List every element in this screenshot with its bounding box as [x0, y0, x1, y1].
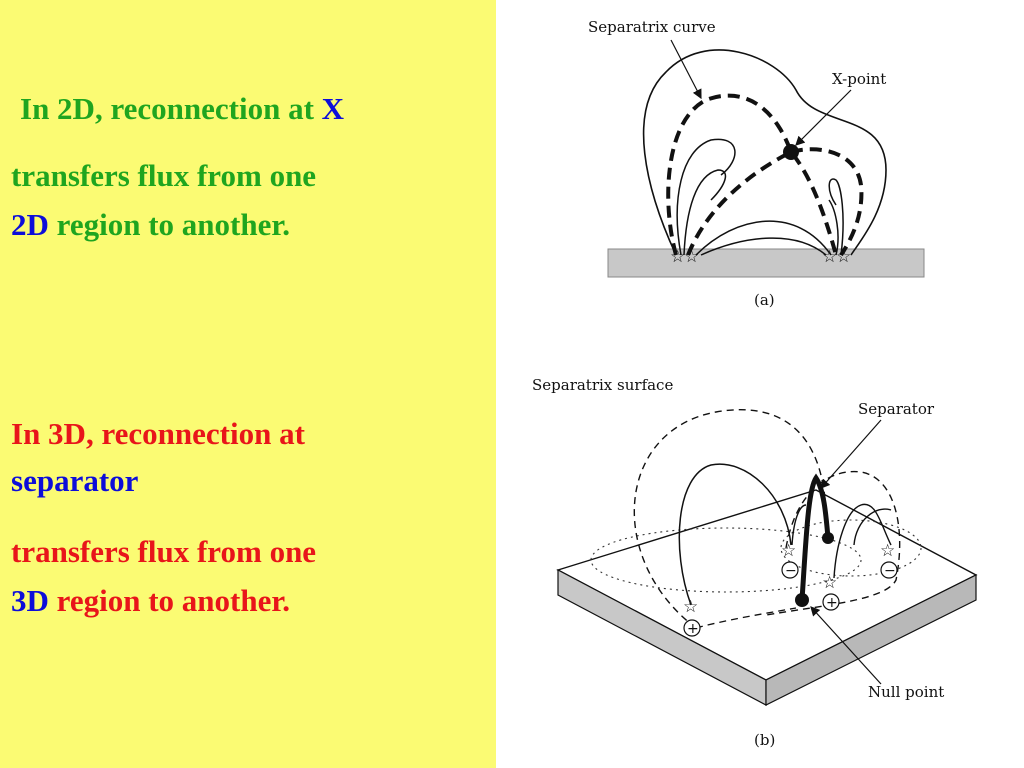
- base-ellipse-large: [590, 527, 862, 593]
- star-b-3: ☆: [822, 573, 837, 593]
- separator-line: [799, 473, 831, 601]
- separatrix-curve-right: [790, 147, 864, 257]
- plus-sign-1: +: [687, 621, 699, 637]
- outer-field-line: [642, 49, 887, 256]
- figure-panel: Separatrix curve X-point ☆ ☆ ☆ ☆ (a): [496, 0, 1024, 768]
- star-left-a-1: ☆: [670, 247, 685, 267]
- figure-b: ☆ + ☆ − ☆ + ☆ − Separatrix surface Separ…: [532, 376, 978, 749]
- photosphere-slab-a: [607, 248, 925, 278]
- text-3d-rest: region to another.: [48, 583, 291, 618]
- slab-top: [556, 489, 978, 681]
- minus-circle-1: [781, 561, 799, 579]
- inner-loop-2: [683, 169, 727, 256]
- bridge-line-1: [695, 220, 832, 256]
- heading-3d: In 3D, reconnection at: [11, 416, 305, 451]
- separator-label: Separator: [858, 400, 935, 418]
- separatrix-curve-label: Separatrix curve: [588, 18, 716, 36]
- text-3d-line2: 3D region to another.: [11, 582, 290, 619]
- star-right-a-2: ☆: [836, 247, 851, 267]
- star-b-1: ☆: [683, 597, 698, 617]
- text-2d-line2: 2D region to another.: [11, 206, 290, 243]
- text-2d-rest: region to another.: [48, 207, 291, 242]
- null-point-label: Null point: [868, 683, 944, 701]
- x-point-pointer: [795, 89, 852, 146]
- caption-a: (a): [754, 291, 775, 309]
- dome-base-line: [695, 607, 797, 629]
- star-right-a-1: ☆: [822, 247, 837, 267]
- separatrix-curve-lower: [686, 149, 838, 256]
- null-point-pointer: [810, 606, 882, 685]
- field-line-4: [853, 508, 892, 546]
- x-point-label: X-point: [832, 70, 886, 88]
- separatrix-dome-small: [765, 470, 901, 616]
- minus-circle-2: [880, 561, 898, 579]
- text-3d-line1: transfers flux from one: [11, 534, 317, 569]
- figure-a: Separatrix curve X-point ☆ ☆ ☆ ☆ (a): [588, 18, 925, 309]
- separator-top-dot: [822, 532, 834, 544]
- plus-circle-2: [822, 593, 840, 611]
- star-b-2: ☆: [781, 541, 796, 561]
- text-2d-line1: transfers flux from one: [11, 158, 317, 193]
- highlight-2d: 2D: [11, 207, 49, 242]
- separator-highlight: separator: [11, 463, 139, 498]
- bridge-line-2: [700, 237, 827, 256]
- figure-svg: Separatrix curve X-point ☆ ☆ ☆ ☆ (a): [532, 18, 978, 749]
- inner-loop-4: [828, 199, 839, 256]
- inner-loop-1: [676, 138, 736, 256]
- base-ellipse-small: [780, 519, 922, 577]
- x-highlight: X: [321, 91, 345, 126]
- field-line-2: [791, 504, 807, 546]
- separator-pointer: [820, 419, 882, 489]
- separatrix-surface-label: Separatrix surface: [532, 376, 673, 394]
- separatrix-pointer: [670, 39, 702, 100]
- field-line-3: [833, 503, 892, 579]
- caption-b: (b): [754, 731, 775, 749]
- star-left-a-2: ☆: [684, 247, 699, 267]
- highlight-3d: 3D: [11, 583, 49, 618]
- inner-loop-3: [828, 178, 844, 256]
- slab-right-side: [765, 574, 977, 706]
- null-point-dot: [795, 593, 809, 607]
- heading-2d: In 2D, reconnection at X: [20, 90, 344, 127]
- minus-sign-1: −: [785, 563, 797, 579]
- heading-2d-text: In 2D, reconnection at: [20, 91, 322, 126]
- separatrix-dome-large: [633, 409, 827, 629]
- plus-sign-2: +: [826, 595, 838, 611]
- star-b-4: ☆: [880, 541, 895, 561]
- plus-circle-1: [683, 619, 701, 637]
- separatrix-curve-left: [666, 93, 793, 256]
- minus-sign-2: −: [884, 563, 896, 579]
- x-point-dot: [783, 144, 799, 160]
- field-line-1: [678, 463, 792, 606]
